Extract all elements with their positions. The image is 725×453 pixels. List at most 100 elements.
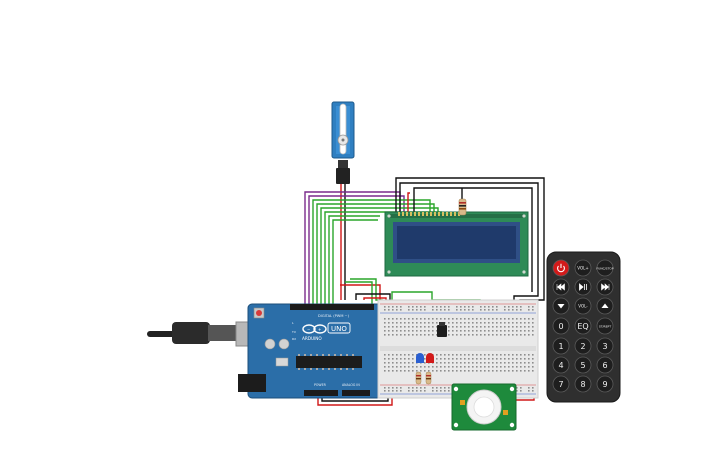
temperature-sensor[interactable] xyxy=(437,322,447,337)
breadboard-hole xyxy=(508,309,510,311)
breadboard-hole xyxy=(396,318,398,320)
breadboard-hole xyxy=(420,334,422,336)
breadboard-hole xyxy=(492,362,494,364)
breadboard-hole xyxy=(476,370,478,372)
breadboard-hole xyxy=(516,366,518,368)
breadboard-hole xyxy=(520,318,522,320)
breadboard-hole xyxy=(420,306,422,308)
remote-button-vol-[interactable]: VOL- xyxy=(574,297,592,315)
capacitor xyxy=(278,338,290,350)
remote-button-st-rept[interactable]: ST/REPT xyxy=(596,317,614,335)
resistors[interactable] xyxy=(415,371,432,385)
pir-sensor[interactable] xyxy=(451,383,517,431)
breadboard-hole xyxy=(412,358,414,360)
remote-button-9[interactable]: 9 xyxy=(596,375,614,393)
breadboard-hole xyxy=(468,306,470,308)
breadboard-hole xyxy=(424,390,426,392)
lcd-resistor[interactable] xyxy=(458,198,467,216)
breadboard-hole xyxy=(404,322,406,324)
breadboard-hole xyxy=(476,322,478,324)
remote-button-down-arrow[interactable] xyxy=(552,297,570,315)
remote-button-0[interactable]: 0 xyxy=(552,317,570,335)
breadboard-hole xyxy=(460,330,462,332)
breadboard-hole xyxy=(504,370,506,372)
breadboard-hole xyxy=(404,326,406,328)
remote-button-func-stop[interactable]: FUNC/STOP xyxy=(596,259,614,277)
remote-button-label: 6 xyxy=(602,361,607,370)
breadboard-hole xyxy=(416,309,418,311)
remote-button-rewind[interactable] xyxy=(552,278,570,296)
breadboard-hole xyxy=(504,366,506,368)
breadboard-hole xyxy=(532,370,534,372)
remote-button-4[interactable]: 4 xyxy=(552,356,570,374)
breadboard-hole xyxy=(504,358,506,360)
led-blue[interactable] xyxy=(416,353,424,363)
breadboard-hole xyxy=(416,366,418,368)
breadboard-hole xyxy=(432,306,434,308)
remote-button-6[interactable]: 6 xyxy=(596,356,614,374)
remote-button-3[interactable]: 3 xyxy=(596,337,614,355)
arduino-uno[interactable]: DIGITAL (PWM ~) − + ARDUINO UNO L TX RX xyxy=(147,303,385,399)
breadboard-hole xyxy=(428,326,430,328)
breadboard-hole xyxy=(484,330,486,332)
lcd-display[interactable] xyxy=(384,211,529,277)
remote-button-fast-forward[interactable] xyxy=(596,278,614,296)
breadboard-hole xyxy=(504,334,506,336)
breadboard-hole xyxy=(404,354,406,356)
breadboard-hole xyxy=(416,322,418,324)
breadboard-hole xyxy=(456,326,458,328)
breadboard-hole xyxy=(412,334,414,336)
breadboard-hole xyxy=(528,318,530,320)
remote-button-2[interactable]: 2 xyxy=(574,337,592,355)
remote-button-up-arrow[interactable] xyxy=(596,297,614,315)
breadboard-hole xyxy=(432,326,434,328)
remote-button-1[interactable]: 1 xyxy=(552,337,570,355)
breadboard-hole xyxy=(412,390,414,392)
breadboard-hole xyxy=(500,326,502,328)
remote-button-vol-[interactable]: VOL+ xyxy=(574,259,592,277)
breadboard-hole xyxy=(384,387,386,389)
remote-button-8[interactable]: 8 xyxy=(574,375,592,393)
breadboard-hole xyxy=(528,322,530,324)
breadboard-hole xyxy=(444,362,446,364)
remote-button-eq[interactable]: EQ xyxy=(574,317,592,335)
breadboard-hole xyxy=(512,322,514,324)
breadboard-hole xyxy=(476,358,478,360)
remote-button-7[interactable]: 7 xyxy=(552,375,570,393)
breadboard-hole xyxy=(420,330,422,332)
breadboard-hole xyxy=(408,330,410,332)
breadboard-hole xyxy=(432,334,434,336)
breadboard-hole xyxy=(432,366,434,368)
breadboard-hole xyxy=(400,309,402,311)
breadboard-hole xyxy=(436,326,438,328)
power-icon xyxy=(557,263,565,273)
lcd-screen xyxy=(397,226,516,259)
brand-label: ARDUINO xyxy=(302,336,322,341)
breadboard-hole xyxy=(500,334,502,336)
breadboard-hole xyxy=(468,334,470,336)
remote-button-play-pause[interactable] xyxy=(574,278,592,296)
breadboard-hole xyxy=(532,318,534,320)
breadboard-hole xyxy=(480,306,482,308)
remote-button-power[interactable] xyxy=(552,259,570,277)
breadboard-hole xyxy=(460,354,462,356)
breadboard-hole xyxy=(496,362,498,364)
breadboard-hole xyxy=(488,330,490,332)
breadboard[interactable] xyxy=(377,299,539,399)
remote-button-5[interactable]: 5 xyxy=(574,356,592,374)
breadboard-hole xyxy=(388,362,390,364)
breadboard-hole xyxy=(392,330,394,332)
breadboard-hole xyxy=(444,309,446,311)
breadboard-hole xyxy=(408,334,410,336)
breadboard-hole xyxy=(384,354,386,356)
remote-button-label: 3 xyxy=(602,342,607,351)
breadboard-hole xyxy=(488,366,490,368)
servo-motor[interactable] xyxy=(331,101,355,184)
breadboard-hole xyxy=(440,309,442,311)
breadboard-hole xyxy=(504,354,506,356)
breadboard-hole xyxy=(520,358,522,360)
breadboard-hole xyxy=(520,370,522,372)
led-red[interactable] xyxy=(426,353,434,363)
